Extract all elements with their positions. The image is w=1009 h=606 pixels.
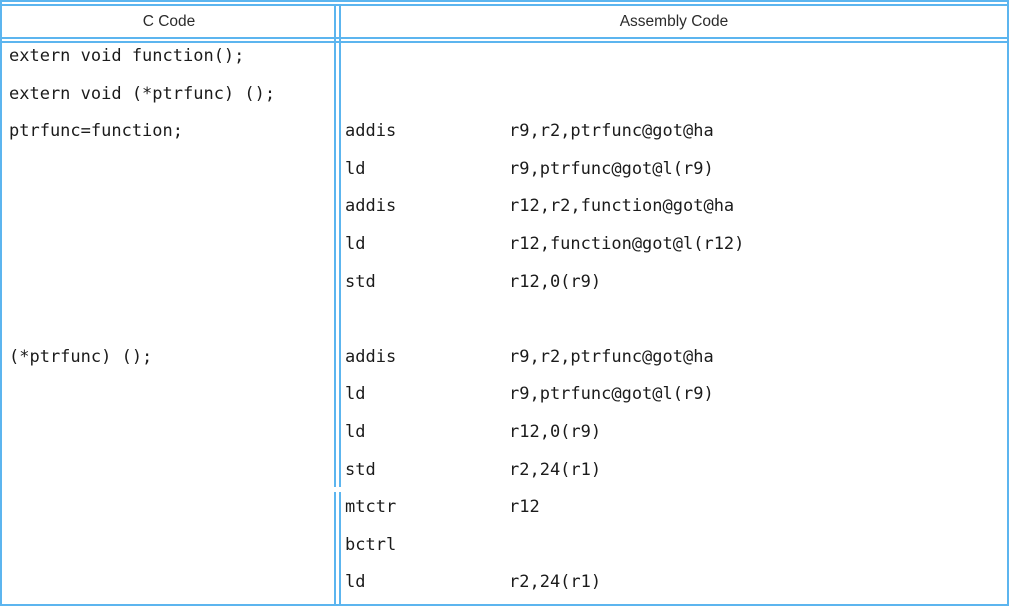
assembly-line: ldr9,ptrfunc@got@l(r9) xyxy=(345,384,714,404)
assembly-line: ldr9,ptrfunc@got@l(r9) xyxy=(345,159,714,179)
assembly-mnemonic: addis xyxy=(345,347,509,367)
column-divider-right-lower xyxy=(339,492,341,604)
c-code-line: extern void function(); xyxy=(9,46,244,66)
assembly-mnemonic: ld xyxy=(345,159,509,179)
assembly-mnemonic: std xyxy=(345,272,509,292)
assembly-operands: r12 xyxy=(509,497,540,517)
header-divider-line-upper xyxy=(2,37,1007,39)
assembly-line: addisr9,r2,ptrfunc@got@ha xyxy=(345,121,714,141)
assembly-operands: r9,ptrfunc@got@l(r9) xyxy=(509,384,714,404)
c-code-header: C Code xyxy=(4,6,334,37)
assembly-operands: r12,0(r9) xyxy=(509,272,601,292)
assembly-line: ldr2,24(r1) xyxy=(345,572,601,592)
assembly-operands: r12,r2,function@got@ha xyxy=(509,196,734,216)
assembly-line: mtctrr12 xyxy=(345,497,540,517)
column-divider-right-upper xyxy=(339,4,341,487)
assembly-mnemonic: ld xyxy=(345,572,509,592)
assembly-code-header: Assembly Code xyxy=(341,6,1007,37)
assembly-mnemonic: addis xyxy=(345,121,509,141)
assembly-operands: r9,r2,ptrfunc@got@ha xyxy=(509,121,714,141)
column-divider-left-lower xyxy=(334,492,336,604)
c-code-line: extern void (*ptrfunc) (); xyxy=(9,84,275,104)
header-divider-line-lower xyxy=(2,41,1007,43)
assembly-line: addisr9,r2,ptrfunc@got@ha xyxy=(345,347,714,367)
assembly-operands: r9,r2,ptrfunc@got@ha xyxy=(509,347,714,367)
assembly-mnemonic: std xyxy=(345,460,509,480)
assembly-line: stdr12,0(r9) xyxy=(345,272,601,292)
assembly-mnemonic: bctrl xyxy=(345,535,509,555)
assembly-line: ldr12,function@got@l(r12) xyxy=(345,234,744,254)
assembly-mnemonic: ld xyxy=(345,422,509,442)
assembly-mnemonic: mtctr xyxy=(345,497,509,517)
assembly-mnemonic: ld xyxy=(345,384,509,404)
assembly-line: stdr2,24(r1) xyxy=(345,460,601,480)
assembly-line: ldr12,0(r9) xyxy=(345,422,601,442)
assembly-mnemonic: addis xyxy=(345,196,509,216)
assembly-mnemonic: ld xyxy=(345,234,509,254)
c-code-line: ptrfunc=function; xyxy=(9,121,183,141)
assembly-line: addisr12,r2,function@got@ha xyxy=(345,196,734,216)
assembly-operands: r2,24(r1) xyxy=(509,460,601,480)
assembly-operands: r2,24(r1) xyxy=(509,572,601,592)
assembly-operands: r12,0(r9) xyxy=(509,422,601,442)
column-divider-left-upper xyxy=(334,4,336,487)
assembly-line: bctrl xyxy=(345,535,509,555)
assembly-operands: r12,function@got@l(r12) xyxy=(509,234,744,254)
c-code-line: (*ptrfunc) (); xyxy=(9,347,152,367)
assembly-operands: r9,ptrfunc@got@l(r9) xyxy=(509,159,714,179)
